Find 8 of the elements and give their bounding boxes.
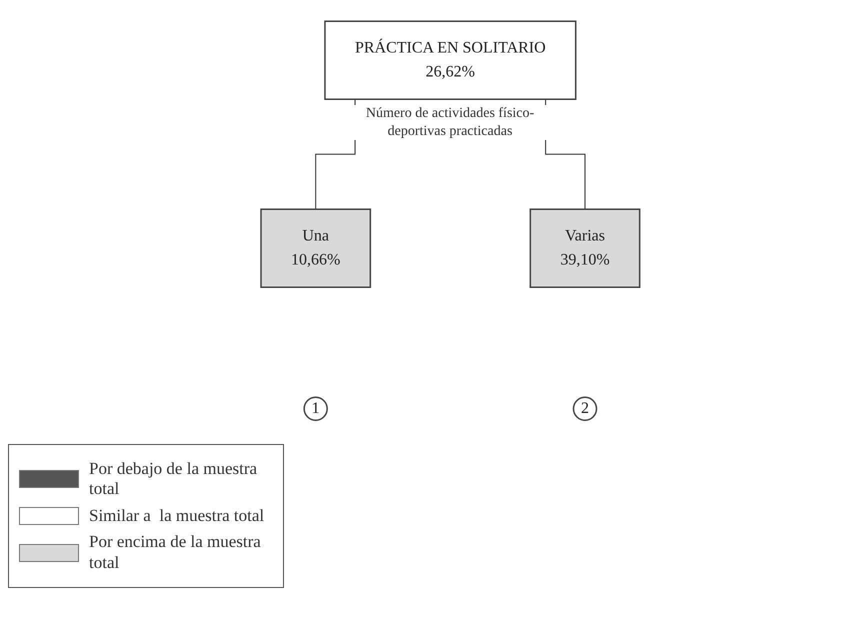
node-box: Una 10,66% xyxy=(260,208,371,288)
legend-text: Por debajo de la muestra total xyxy=(89,459,258,500)
node-circle: 1 xyxy=(303,396,328,421)
legend-text: Por encima de la muestra total xyxy=(89,532,262,573)
node-box: PRÁCTICA EN SOLITARIO 26,62% xyxy=(324,20,576,100)
legend-text: Similar a la muestra total xyxy=(89,506,264,526)
node-circle: 2 xyxy=(572,396,597,421)
node-box: Varias 39,10% xyxy=(529,208,640,288)
